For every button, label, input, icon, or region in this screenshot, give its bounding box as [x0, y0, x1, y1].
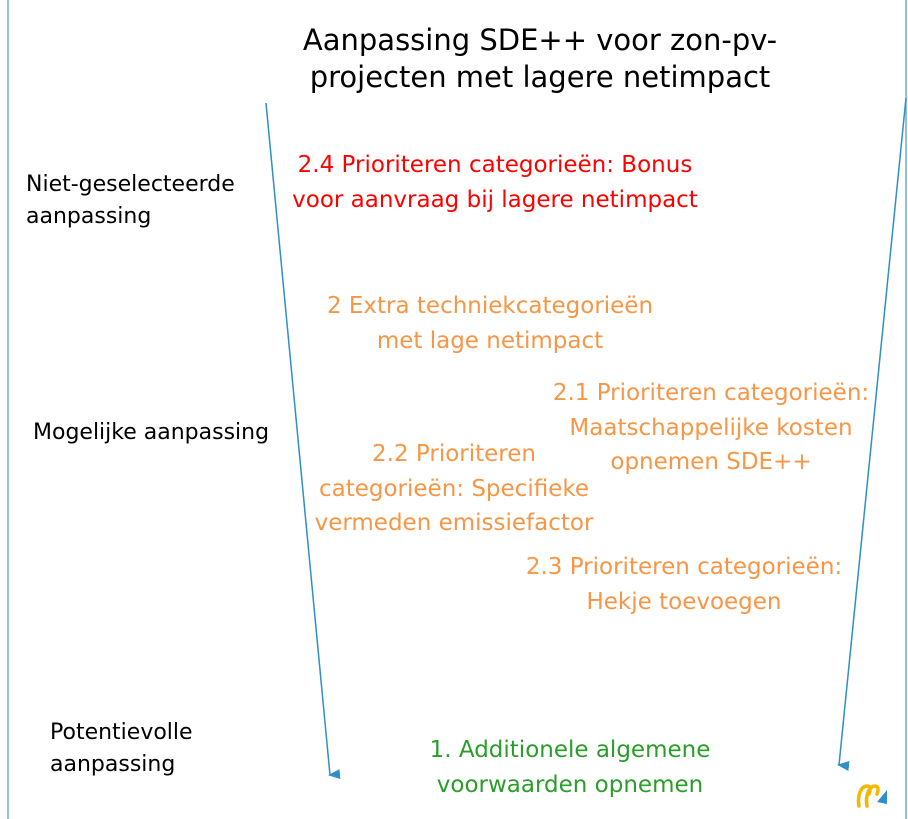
- row-label-line: aanpassing: [50, 751, 176, 777]
- item-line: 2.4 Prioriteren categorieën: Bonus: [297, 152, 693, 178]
- item-line: categorieën: Specifieke: [318, 475, 590, 502]
- item-line: voorwaarden opnemen: [436, 771, 704, 798]
- row-label-potentievol: Potentievolle aanpassing: [50, 717, 193, 781]
- row-label-line: aanpassing: [26, 203, 152, 229]
- item-line: Maatschappelijke kosten: [569, 414, 853, 441]
- diagram-title: Aanpassing SDE++ voor zon-pv- projecten …: [280, 22, 800, 96]
- item-2-1: 2.1 Prioriteren categorieën: Maatschappe…: [530, 376, 892, 480]
- item-line: 2 Extra techniekcategorieën: [326, 293, 654, 319]
- brand-logo-icon: [856, 784, 887, 808]
- item-2: 2 Extra techniekcategorieën met lage net…: [290, 289, 690, 358]
- item-1: 1. Additionele algemene voorwaarden opne…: [380, 733, 760, 802]
- item-line: 2.3 Prioriteren categorieën:: [525, 554, 843, 580]
- left-arrow: [265, 102, 341, 780]
- title-line-2: projecten met lagere netimpact: [309, 59, 771, 94]
- item-line: Hekje toevoegen: [586, 588, 782, 615]
- item-line: 2.2 Prioriteren: [372, 441, 536, 467]
- item-line: 1. Additionele algemene: [429, 737, 711, 763]
- item-2-3: 2.3 Prioriteren categorieën: Hekje toevo…: [500, 550, 868, 619]
- item-line: met lage netimpact: [376, 327, 604, 354]
- row-label-line: Potentievolle: [50, 720, 193, 745]
- item-2-2: 2.2 Prioriteren categorieën: Specifieke …: [295, 437, 613, 541]
- item-2-4: 2.4 Prioriteren categorieën: Bonus voor …: [270, 148, 720, 217]
- right-arrow: [837, 97, 907, 771]
- row-label-line: Mogelijke aanpassing: [33, 420, 270, 445]
- row-label-line: Niet-geselecteerde: [26, 172, 235, 197]
- row-label-mogelijk: Mogelijke aanpassing: [33, 417, 269, 449]
- item-line: opnemen SDE++: [610, 449, 812, 475]
- item-line: voor aanvraag bij lagere netimpact: [292, 186, 698, 213]
- row-label-niet-geselecteerd: Niet-geselecteerde aanpassing: [26, 169, 235, 233]
- item-line: 2.1 Prioriteren categorieën:: [552, 380, 870, 406]
- title-line-1: Aanpassing SDE++ voor zon-pv-: [302, 23, 778, 57]
- item-line: vermeden emissiefactor: [314, 510, 594, 536]
